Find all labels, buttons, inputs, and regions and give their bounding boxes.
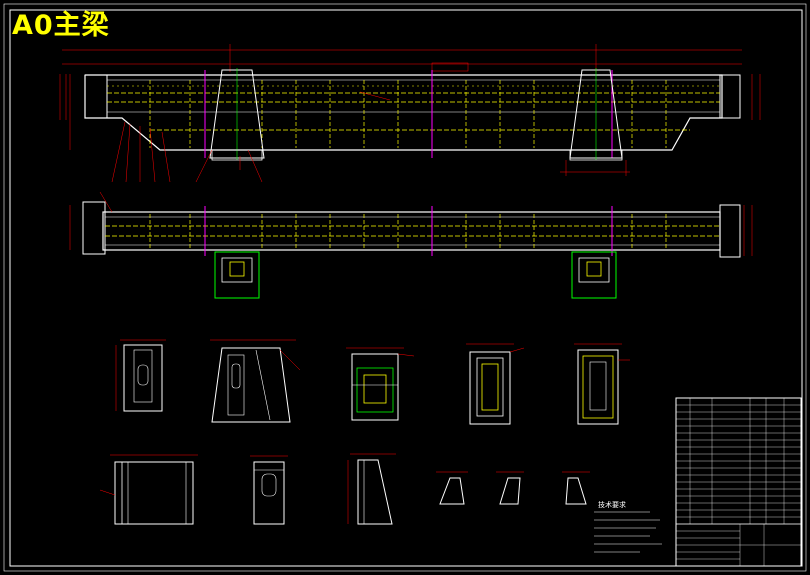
detail-view-4 <box>466 343 525 425</box>
detail-view-10 <box>496 471 524 505</box>
technical-notes <box>594 511 662 553</box>
detail-view-5 <box>574 343 630 425</box>
drawing-title: A0主梁 <box>12 10 110 41</box>
detail-view-11 <box>562 471 590 505</box>
detail-view-8 <box>347 453 396 525</box>
detail-view-9 <box>436 471 468 505</box>
sheet-outer-border <box>3 3 807 572</box>
title-block <box>675 397 802 567</box>
detail-view-6 <box>99 454 198 525</box>
main-beam-plan <box>69 191 753 299</box>
detail-view-1 <box>115 339 166 412</box>
notes-title: 技术要求 <box>598 501 626 509</box>
detail-view-3 <box>346 347 415 421</box>
detail-view-2 <box>210 339 301 423</box>
main-beam-elevation <box>59 44 761 183</box>
detail-view-7 <box>250 455 288 525</box>
sheet-inner-border <box>9 9 803 567</box>
